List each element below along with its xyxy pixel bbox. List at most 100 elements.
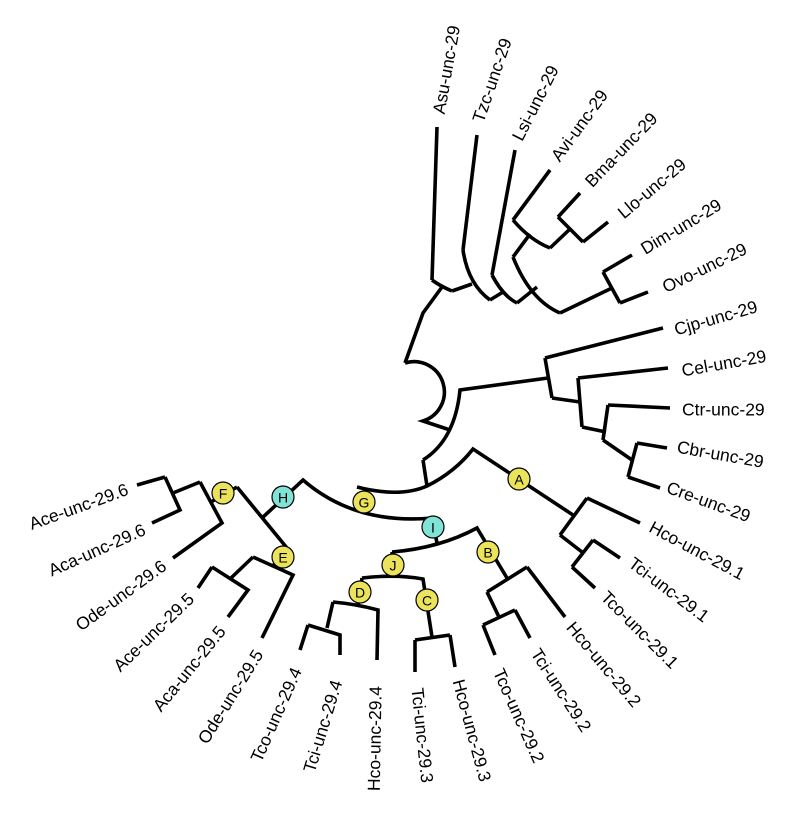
branch: [558, 533, 584, 554]
node-marker-h: H: [271, 485, 295, 509]
leaf-label: Cel-unc-29: [680, 346, 768, 381]
branch: [576, 377, 584, 428]
node-circle: [348, 580, 372, 604]
branch: [486, 565, 528, 594]
branch: [482, 608, 516, 627]
leaf-label: Tci-unc-29.4: [299, 677, 346, 774]
leaf-label: Ace-unc-29.6: [26, 479, 131, 533]
branch: [403, 285, 444, 364]
branch: [551, 396, 581, 404]
branch: [252, 555, 296, 639]
branch: [543, 357, 554, 399]
branch: [581, 425, 607, 434]
branch: [229, 555, 255, 580]
branch: [172, 480, 201, 495]
branch: [211, 565, 251, 619]
branch: [592, 538, 621, 560]
node-label: D: [355, 585, 365, 601]
leaf-label: Cre-unc-29: [664, 477, 753, 526]
leaf-label: Aca-unc-29.6: [45, 520, 148, 581]
branch: [586, 496, 641, 525]
node-circle: [271, 485, 295, 509]
branch: [325, 601, 335, 629]
branch: [556, 191, 582, 219]
branch: [626, 442, 639, 478]
node-label: J: [390, 558, 397, 574]
node-label: G: [359, 495, 370, 511]
leaf-label: Cbr-unc-29: [676, 437, 766, 472]
branch: [485, 591, 501, 618]
node-marker-j: J: [381, 553, 405, 577]
branch: [511, 168, 552, 222]
branch: [235, 485, 289, 550]
node-circle: [415, 588, 439, 612]
node-marker-a: A: [507, 467, 531, 491]
branch: [556, 215, 585, 244]
leaf-label: Tci-unc-29.3: [407, 687, 437, 784]
branch: [422, 376, 549, 462]
branch: [298, 624, 310, 651]
node-marker-i: I: [421, 515, 445, 539]
branch: [489, 290, 504, 302]
node-label: B: [483, 545, 492, 561]
leaf-label: Ovo-unc-29: [659, 239, 750, 297]
branch: [570, 538, 595, 569]
node-label: C: [422, 593, 432, 609]
node-circle: [381, 553, 405, 577]
node-marker-b: B: [476, 540, 500, 564]
node-marker-g: G: [352, 490, 376, 514]
node-label: H: [278, 490, 288, 506]
branch: [525, 565, 567, 619]
branch: [601, 438, 634, 462]
branch: [570, 565, 597, 590]
branch: [171, 481, 225, 560]
branch: [601, 271, 622, 304]
branch: [511, 218, 551, 250]
branch: [404, 359, 451, 432]
branch: [627, 475, 661, 490]
node-circle: [507, 467, 531, 491]
branch: [307, 623, 342, 655]
branch: [577, 366, 669, 380]
branch: [430, 126, 439, 281]
branch: [490, 274, 518, 305]
branch: [558, 496, 589, 537]
branch: [332, 600, 380, 661]
leaf-label: Hco-unc-29.3: [449, 677, 496, 784]
branch: [451, 282, 473, 293]
leaf-label: Llo-unc-29: [614, 154, 690, 222]
leaf-label: Tzc-unc-29: [468, 36, 515, 125]
branch: [581, 220, 610, 244]
branch: [511, 232, 532, 259]
branch: [607, 403, 671, 410]
branch: [481, 624, 497, 656]
branch: [414, 633, 451, 642]
leaf-label: Lsi-unc-29: [508, 62, 563, 144]
branch: [515, 285, 539, 305]
node-label: A: [514, 472, 524, 488]
node-marker-c: C: [415, 588, 439, 612]
node-label: E: [278, 550, 287, 566]
branch: [421, 459, 429, 487]
node-marker-d: D: [348, 580, 372, 604]
node-label: I: [431, 520, 435, 536]
branch: [136, 475, 166, 487]
branches: [136, 126, 671, 672]
branch: [559, 286, 613, 315]
leaf-label: Tco-unc-29.4: [246, 664, 306, 765]
branch: [448, 634, 457, 668]
branch: [361, 574, 434, 638]
branch: [461, 134, 479, 251]
leaf-label: Tco-unc-29.2: [489, 665, 548, 766]
node-circle: [421, 515, 445, 539]
branch: [391, 525, 509, 579]
leaf-label: Avi-unc-29: [547, 86, 612, 165]
node-marker-e: E: [271, 545, 295, 569]
branch: [490, 149, 517, 276]
leaf-label: Dim-unc-29: [637, 195, 725, 259]
leaf-label: Tci-unc-29.2: [527, 645, 596, 736]
leaf-label: Ctr-unc-29: [682, 400, 765, 420]
